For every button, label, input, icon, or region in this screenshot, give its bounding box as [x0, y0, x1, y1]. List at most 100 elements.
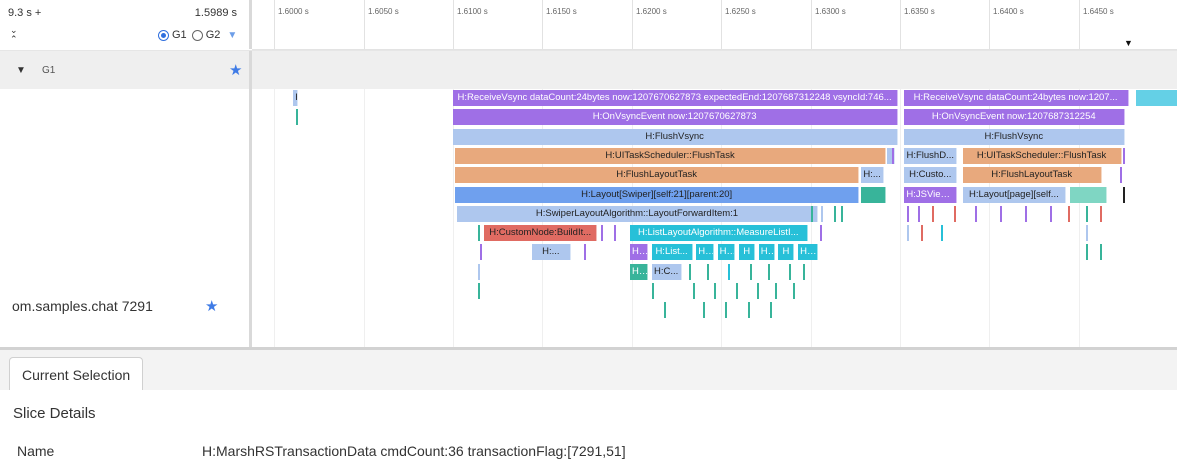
flame-slice-thin[interactable] — [1100, 205, 1103, 222]
flame-slice-thin[interactable] — [932, 205, 935, 222]
flame-chart[interactable]: H:... H:ReceiveVsync dataCount:24bytes no… — [252, 89, 1177, 347]
flame-slice-thin[interactable] — [1123, 186, 1126, 203]
flame-slice[interactable]: H:ListLayoutAlgorithm::MeasureListI... — [630, 225, 808, 242]
flame-slice-thin[interactable] — [1085, 205, 1088, 222]
flame-slice-thin[interactable] — [1000, 205, 1002, 222]
flame-slice-thin[interactable] — [1050, 205, 1053, 222]
flame-slice-thin[interactable] — [614, 225, 616, 242]
flame-slice-thin[interactable] — [706, 263, 709, 280]
flame-slice[interactable]: H:FlushLayoutTask — [454, 167, 860, 184]
star-icon[interactable]: ★ — [205, 298, 219, 315]
resize-handle[interactable] — [0, 347, 1177, 350]
flame-slice[interactable]: H:FlushD... — [904, 147, 958, 164]
flame-slice-thin[interactable] — [296, 109, 299, 126]
flame-slice-thin[interactable] — [810, 205, 813, 222]
flame-slice-thin[interactable] — [692, 283, 695, 299]
radio-g2[interactable] — [191, 29, 203, 41]
flame-slice-thin[interactable] — [479, 244, 482, 261]
flame-slice[interactable]: H:FlushVsync — [903, 128, 1126, 145]
flame-slice[interactable]: H:ReceiveVsync dataCount:24bytes now:120… — [452, 90, 898, 106]
flame-slice-thin[interactable] — [478, 263, 481, 280]
flame-slice[interactable]: H:... — [293, 90, 299, 106]
flame-slice[interactable]: H — [739, 244, 756, 261]
flame-slice-thin[interactable] — [735, 283, 738, 299]
flame-slice[interactable]: H — [778, 244, 795, 261]
flame-slice-thin[interactable] — [833, 205, 836, 222]
flame-slice-thin[interactable] — [941, 225, 944, 242]
flame-slice[interactable]: H:FlushVsync — [452, 128, 898, 145]
flame-slice-thin[interactable] — [841, 205, 843, 222]
flame-slice[interactable]: H:... — [531, 244, 571, 261]
flame-slice[interactable]: H:Custo... — [904, 167, 958, 184]
flame-slice[interactable]: H:FlushLayoutTask — [962, 167, 1102, 184]
flame-slice[interactable]: H... — [798, 244, 818, 261]
flame-slice-thin[interactable] — [664, 302, 666, 319]
flame-slice-thin[interactable] — [651, 283, 654, 299]
flame-slice-thin[interactable] — [1119, 167, 1122, 184]
flame-slice[interactable]: H:UITaskScheduler::FlushTask — [962, 147, 1122, 164]
flame-slice-thin[interactable] — [1123, 147, 1126, 164]
flame-slice[interactable] — [861, 186, 886, 203]
flame-slice-thin[interactable] — [975, 205, 977, 222]
flame-slice-thin[interactable] — [749, 263, 752, 280]
flame-slice[interactable]: H:C... — [651, 263, 682, 280]
panel-divider[interactable] — [249, 89, 252, 347]
flame-slice[interactable]: H... — [630, 244, 648, 261]
flame-slice[interactable]: H:List... — [651, 244, 693, 261]
flame-slice-thin[interactable] — [907, 225, 910, 242]
flame-slice[interactable]: H... — [696, 244, 715, 261]
flame-slice-thin[interactable] — [728, 263, 731, 280]
flame-slice-thin[interactable] — [803, 263, 806, 280]
flame-slice-thin[interactable] — [689, 263, 691, 280]
flame-slice-thin[interactable] — [792, 283, 795, 299]
collapse-caret-icon[interactable]: ▼ — [16, 65, 26, 76]
flame-slice[interactable] — [1135, 90, 1177, 106]
flame-slice-thin[interactable] — [757, 283, 759, 299]
flame-slice-thin[interactable] — [953, 205, 956, 222]
flame-slice[interactable]: H:OnVsyncEvent now:1207670627873 — [452, 109, 898, 126]
group-row[interactable]: ▼ G1 ★ — [0, 50, 1177, 89]
flame-slice-thin[interactable] — [1068, 205, 1070, 222]
flame-slice[interactable]: H:Layout[Swiper][self:21][parent:20] — [454, 186, 860, 203]
flame-slice-thin[interactable] — [478, 283, 481, 299]
flame-slice-thin[interactable] — [478, 225, 481, 242]
flame-slice-thin[interactable] — [774, 283, 777, 299]
expand-collapse-toggle[interactable]: ⌄ ⌃ — [10, 26, 18, 44]
flame-slice-thin[interactable] — [1085, 225, 1088, 242]
flame-slice-thin[interactable] — [907, 205, 910, 222]
flame-slice-thin[interactable] — [703, 302, 706, 319]
flame-slice-thin[interactable] — [917, 205, 920, 222]
flame-slice[interactable]: H:Layout[page][self... — [962, 186, 1067, 203]
flame-slice-thin[interactable] — [1025, 205, 1028, 222]
radio-g1[interactable] — [158, 29, 169, 41]
flame-slice-thin[interactable] — [887, 147, 890, 164]
flame-slice-thin[interactable] — [1085, 244, 1088, 261]
flame-slice[interactable]: H:OnVsyncEvent now:1207687312254 — [903, 109, 1126, 126]
flame-slice[interactable] — [1069, 186, 1108, 203]
flame-slice[interactable]: H:ReceiveVsync dataCount:24bytes now:120… — [903, 90, 1129, 106]
flame-slice-thin[interactable] — [821, 205, 824, 222]
flame-slice[interactable]: H:... — [861, 167, 884, 184]
tab-current-selection[interactable]: Current Selection — [9, 357, 144, 391]
flame-slice-thin[interactable] — [891, 147, 894, 164]
flame-slice-thin[interactable] — [583, 244, 586, 261]
star-icon[interactable]: ★ — [229, 62, 243, 79]
flame-slice-thin[interactable] — [724, 302, 727, 319]
flame-slice-thin[interactable] — [789, 263, 792, 280]
flame-slice[interactable] — [886, 147, 895, 164]
flame-slice-thin[interactable] — [748, 302, 750, 319]
filter-dropdown-icon[interactable]: ▼ — [227, 29, 238, 41]
flame-slice-thin[interactable] — [601, 225, 604, 242]
flame-slice-thin[interactable] — [819, 225, 822, 242]
flame-slice[interactable]: H... — [717, 244, 736, 261]
flame-slice[interactable]: H... — [630, 263, 648, 280]
flame-slice-thin[interactable] — [921, 225, 924, 242]
flame-slice-thin[interactable] — [767, 263, 770, 280]
name-value[interactable]: H:MarshRSTransactionData cmdCount:36 tra… — [202, 443, 626, 459]
flame-slice-thin[interactable] — [714, 283, 717, 299]
flame-slice[interactable]: H:UITaskScheduler::FlushTask — [454, 147, 887, 164]
flame-slice[interactable]: H:JSView... — [904, 186, 958, 203]
flame-slice[interactable]: H:CustomNode:BuildIt... — [484, 225, 597, 242]
flame-slice-thin[interactable] — [1100, 244, 1103, 261]
